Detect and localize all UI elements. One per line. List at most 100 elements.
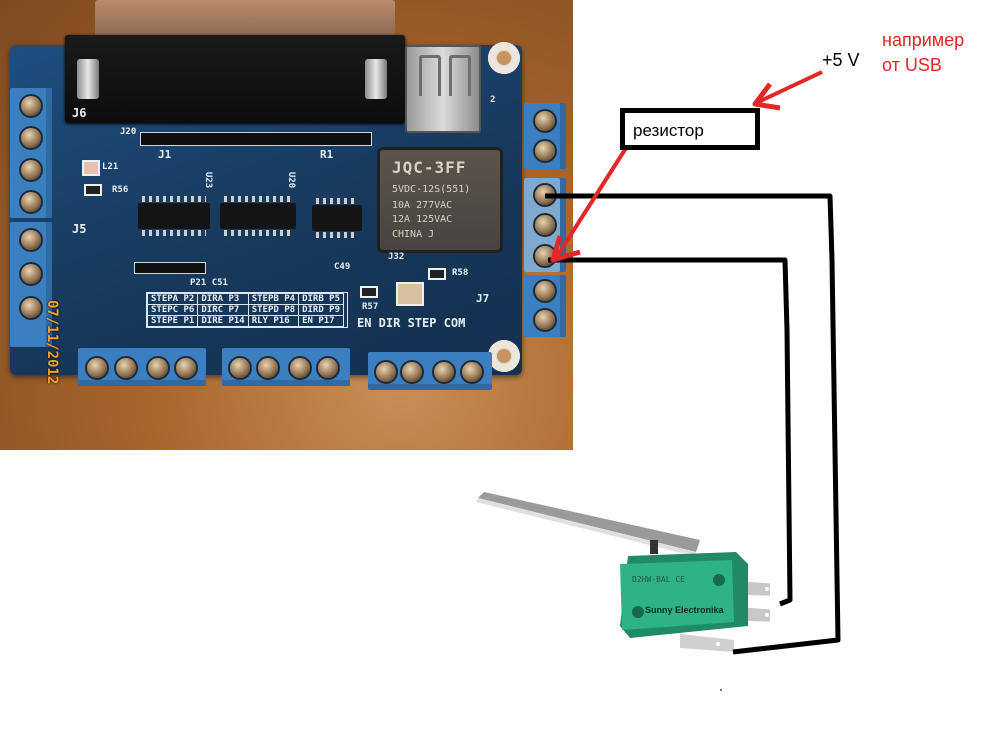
terminal-screw[interactable]: [21, 298, 41, 318]
pin-cell: DIRB P5: [298, 293, 345, 305]
terminal-screw[interactable]: [176, 358, 196, 378]
terminal-screw[interactable]: [21, 96, 41, 116]
pin-cell: RLY P16: [247, 315, 300, 327]
switch-brand: Sunny Electronika: [645, 605, 725, 615]
led-relay: [396, 282, 424, 306]
resistor-box: резистор: [620, 108, 760, 150]
terminal-screw[interactable]: [258, 358, 278, 378]
silk-j2-top: 2: [490, 95, 496, 105]
terminal-screw[interactable]: [116, 358, 136, 378]
terminal-block-j3: [222, 348, 350, 386]
terminal-screw[interactable]: [402, 362, 422, 382]
supply-note: например от USB: [882, 28, 964, 78]
switch-plunger: [650, 540, 658, 554]
terminal-screw[interactable]: [434, 362, 454, 382]
supply-note-line-1: например: [882, 30, 965, 50]
silk-j20: J20: [120, 127, 137, 137]
terminal-screw[interactable]: [230, 358, 250, 378]
mount-hole-bottom: [488, 340, 520, 372]
silk-l21: L21: [102, 162, 119, 172]
supply-voltage-label: +5 V: [822, 50, 860, 70]
silk-r56: R56: [112, 185, 129, 195]
terminal-screw[interactable]: [21, 160, 41, 180]
silk-r57: R57: [362, 302, 379, 312]
relay-terminal-input[interactable]: [535, 246, 555, 266]
switch-body: D2HW-BAL CE Sunny Electronika: [620, 552, 748, 638]
terminal-block-j2: [368, 352, 492, 390]
db25-connector: [65, 35, 405, 123]
resistor-r57: [360, 286, 378, 298]
terminal-screw[interactable]: [535, 141, 555, 161]
pin-cell: DIRD P9: [298, 304, 345, 316]
silk-j6: J6: [72, 106, 87, 120]
terminal-screw[interactable]: [376, 362, 396, 382]
pin-table-row: STEPE P1 DIRE P14 RLY P16 EN P17: [146, 315, 345, 327]
photo-date-stamp: 07/11/2012: [44, 300, 60, 385]
terminal-screw[interactable]: [21, 264, 41, 284]
relay-line-2: 10A 277VAC: [392, 200, 453, 211]
terminal-screw[interactable]: [535, 310, 555, 330]
pin-table-row: STEPC P6 DIRC P7 STEPD P8 DIRD P9: [146, 304, 345, 316]
switch-body-marking: D2HW-BAL CE: [632, 575, 685, 584]
terminal-screw[interactable]: [462, 362, 482, 382]
pin-cell: DIRC P7: [197, 304, 249, 316]
silk-u20: U20: [286, 171, 297, 189]
silk-u23: U23: [203, 171, 214, 189]
terminal-screw[interactable]: [318, 358, 338, 378]
silk-c49: C49: [334, 262, 351, 272]
terminal-block-j6: [10, 88, 52, 218]
ic-u20: [220, 196, 296, 236]
pin-cell: EN P17: [298, 315, 345, 327]
terminal-block-relay: [524, 178, 566, 272]
pin-cell: DIRE P14: [197, 315, 249, 327]
arrow-5v-to-resistor: [752, 70, 823, 111]
terminal-screw[interactable]: [87, 358, 107, 378]
terminal-screw[interactable]: [535, 281, 555, 301]
terminal-screw[interactable]: [21, 230, 41, 250]
switch-lever: [476, 492, 700, 556]
terminal-screw[interactable]: [290, 358, 310, 378]
silk-j5: J5: [72, 222, 87, 236]
terminal-block-j5: [10, 222, 52, 347]
resistor-label: резистор: [633, 121, 704, 140]
terminal-block-j4: [78, 348, 206, 386]
terminal-block-j7: [524, 275, 566, 337]
resistor-r58: [428, 268, 446, 280]
silk-j7: J7: [476, 292, 490, 305]
relay-terminal-mid[interactable]: [535, 215, 555, 235]
terminal-screw[interactable]: [535, 111, 555, 131]
supply-note-line-2: от USB: [882, 55, 942, 75]
relay-line-1: 5VDC-12S(551): [392, 184, 471, 195]
silk-r58: R58: [452, 268, 469, 278]
relay-line-3: 12A 125VAC: [392, 214, 453, 225]
terminal-screw[interactable]: [21, 192, 41, 212]
ic-u21: [312, 198, 362, 238]
terminal-screw[interactable]: [21, 128, 41, 148]
resistor-r56: [84, 184, 102, 196]
relay-line-4: CHINA J: [392, 229, 435, 240]
pin-table-row: STEPA P2 DIRA P3 STEPB P4 DIRB P5: [146, 293, 345, 305]
silk-j32: J32: [388, 252, 405, 262]
silk-p21-c51: P21 C51: [190, 278, 228, 288]
stray-dot: [720, 689, 722, 691]
screw-post-left: [77, 59, 99, 99]
silk-j1: J1: [158, 148, 172, 161]
relay-jqc-3ff: JQC-3FF 5VDC-12S(551) 10A 277VAC 12A 125…: [380, 150, 500, 250]
pin-cell: DIRA P3: [197, 293, 249, 305]
microswitch: D2HW-BAL CE Sunny Electronika: [476, 492, 770, 652]
pin-cell: STEPA P2: [146, 293, 199, 305]
ic-u23: [138, 196, 210, 236]
terminal-block-j31: [524, 103, 566, 169]
pin-mapping-table: STEPA P2 DIRA P3 STEPB P4 DIRB P5 STEPC …: [146, 292, 348, 328]
db25-cable-plug: [95, 0, 395, 40]
led-l21: [82, 160, 100, 176]
board-photo: J20 J1 R1 2 J6 J5 L21 R56 U23 U20 P21 C5…: [0, 0, 573, 450]
pin-cell: STEPE P1: [146, 315, 199, 327]
pin-cell: STEPB P4: [247, 293, 300, 305]
header-j1-r1: [140, 132, 372, 146]
relay-terminal-com[interactable]: [535, 185, 555, 205]
terminal-screw[interactable]: [148, 358, 168, 378]
mount-hole-top: [488, 42, 520, 74]
screw-post-right: [365, 59, 387, 99]
pin-cell: STEPD P8: [247, 304, 300, 316]
